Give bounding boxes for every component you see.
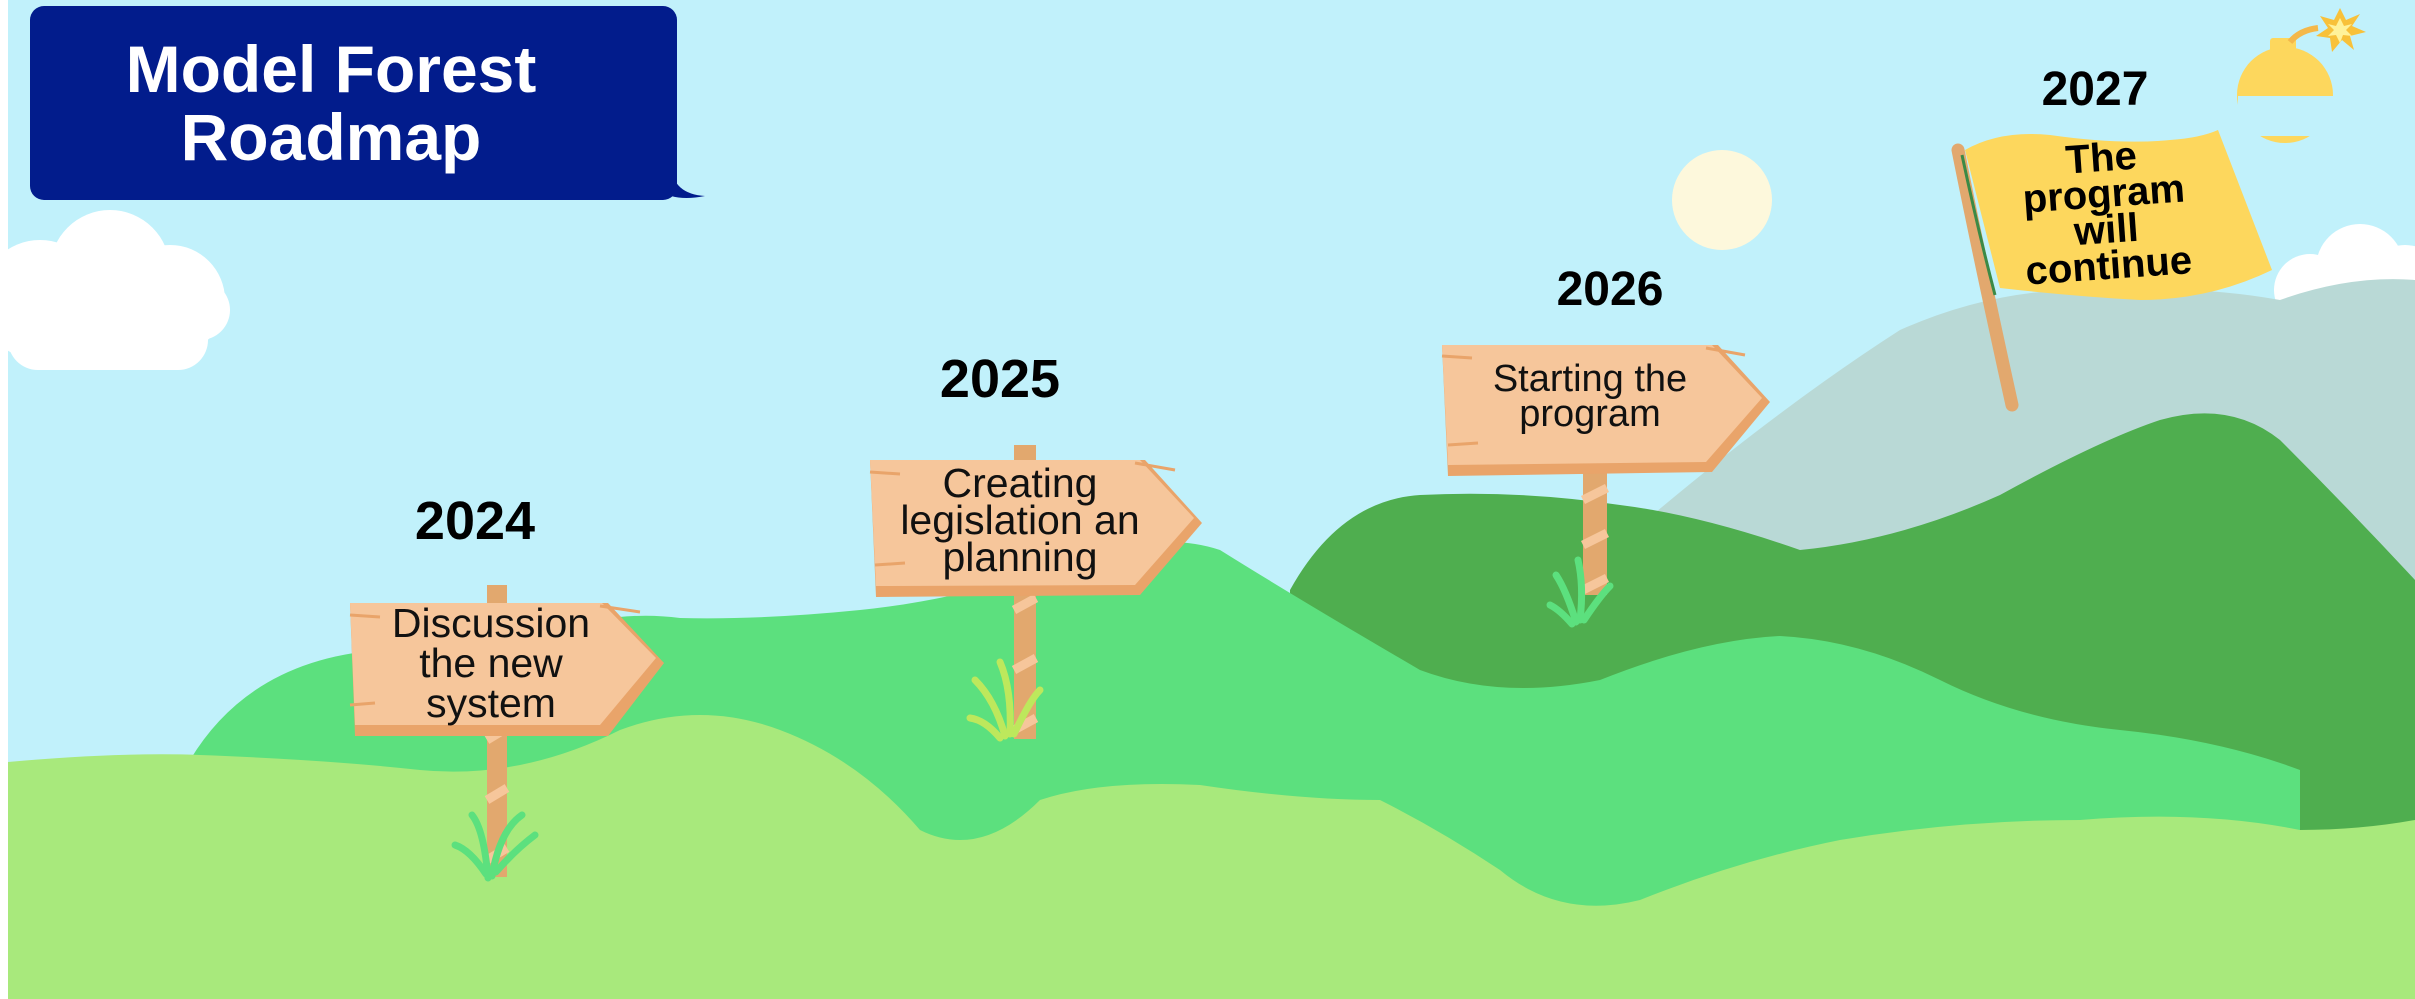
milestone-year-2025: 2025: [939, 349, 1061, 409]
signpost-icon: [869, 445, 1202, 739]
cloud-icon: [0, 210, 230, 370]
grass-icon: [451, 811, 539, 882]
title-banner: Model Forest Roadmap: [30, 6, 705, 200]
grass-icon: [1546, 556, 1614, 628]
milestone-year-2026: 2026: [1556, 263, 1664, 316]
page-title: Model Forest Roadmap: [125, 32, 537, 174]
milestone-year-2027: 2027: [2041, 63, 2149, 116]
flag-icon: [1951, 130, 2272, 412]
bomb-icon: [2237, 8, 2366, 143]
milestone-text-2027: The program will continue: [2021, 133, 2194, 294]
signpost-icon: [349, 585, 664, 877]
sun-icon: [1672, 150, 1772, 250]
milestone-text-2026: Starting the program: [1492, 358, 1688, 435]
milestone-year-2024: 2024: [414, 491, 536, 551]
hill-light: [8, 715, 2415, 999]
signpost-icon: [1441, 345, 1770, 595]
grass-icon: [966, 658, 1044, 742]
speech-tail: [671, 166, 705, 198]
milestone-text-2024: Discussion the new system: [391, 600, 591, 726]
milestone-text-2025: Creating legislation an planning: [900, 459, 1140, 580]
